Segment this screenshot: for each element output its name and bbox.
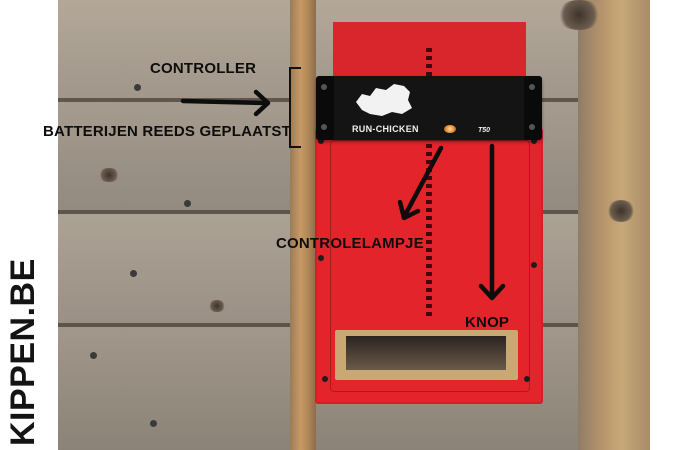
- bolt: [322, 376, 328, 382]
- screw: [321, 124, 327, 130]
- nail: [150, 420, 157, 427]
- wooden-beam: [290, 0, 316, 450]
- wood-knot: [556, 0, 602, 30]
- nail: [134, 84, 141, 91]
- screw: [529, 84, 535, 90]
- indicator-led: [444, 125, 456, 133]
- door-slot: [426, 48, 432, 318]
- wooden-beam: [578, 0, 650, 450]
- bolt: [531, 138, 537, 144]
- door-opening: [346, 336, 506, 370]
- bolt: [318, 138, 324, 144]
- arrow-icon: [397, 145, 444, 221]
- watermark: KIPPEN.BE: [4, 258, 42, 446]
- controller-end-cap: [524, 76, 542, 140]
- controller-box: [316, 76, 542, 140]
- wood-knot: [98, 168, 120, 182]
- slovenia-map-icon: [356, 84, 412, 116]
- controller-end-cap: [316, 76, 334, 140]
- label-indicator: CONTROLELAMPJE: [276, 235, 424, 252]
- nail: [130, 270, 137, 277]
- nail: [184, 200, 191, 207]
- arrow-icon: [180, 89, 271, 117]
- label-batteries: BATTERIJEN REEDS GEPLAATST: [43, 123, 291, 140]
- controller-model-label: T50: [478, 127, 491, 134]
- wood-knot: [606, 200, 636, 222]
- label-controller: CONTROLLER: [150, 60, 257, 77]
- screw: [529, 124, 535, 130]
- nail: [90, 352, 97, 359]
- screw: [321, 84, 327, 90]
- bolt: [524, 376, 530, 382]
- arrow-icon: [478, 143, 506, 301]
- bolt: [318, 255, 324, 261]
- bolt: [531, 262, 537, 268]
- label-button: KNOP: [465, 314, 510, 331]
- wood-knot: [208, 300, 226, 312]
- controller-brand-label: RUN-CHICKEN: [352, 124, 419, 134]
- bracket: [289, 67, 301, 148]
